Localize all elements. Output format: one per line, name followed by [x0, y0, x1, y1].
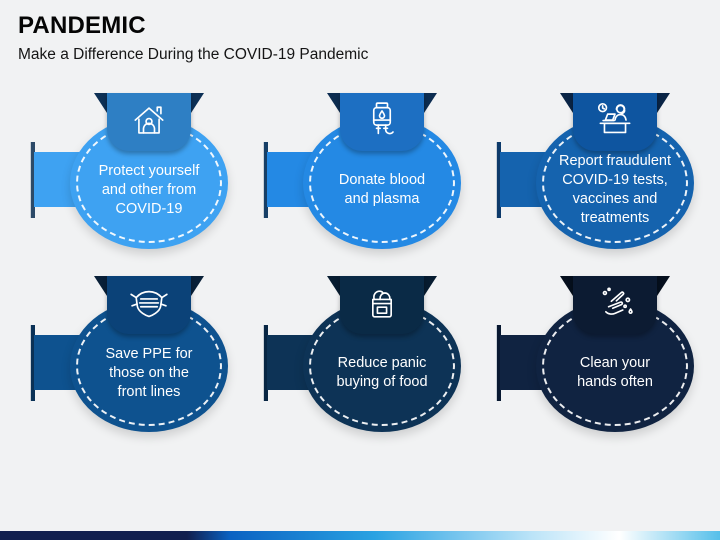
item-reduce-panic-buying: Reduce panic buying of food [262, 275, 462, 445]
banner-fold-right [191, 276, 204, 296]
item-banner [573, 276, 657, 334]
item-report-fraudulent: Report fraudulent COVID-19 tests, vaccin… [495, 92, 695, 262]
item-label: Donate blood and plasma [338, 172, 426, 207]
banner-fold-left [327, 276, 340, 296]
item-circle: Protect yourself and other from COVID-19 [70, 117, 228, 249]
page-title: PANDEMIC [18, 12, 146, 39]
banner-fold-right [424, 93, 437, 113]
banner-fold-right [424, 276, 437, 296]
item-donate-blood: Donate blood and plasma [262, 92, 462, 262]
grocery-bag-icon [372, 290, 392, 318]
banner-fold-left [327, 93, 340, 113]
banner-fold-right [657, 93, 670, 113]
item-banner [340, 276, 424, 334]
ribbon-pole [30, 325, 35, 401]
ribbon-pole [263, 325, 268, 401]
ribbon-pole [263, 142, 268, 218]
item-banner [573, 93, 657, 151]
item-circle: Reduce panic buying of food [303, 300, 461, 432]
ribbon-pole [30, 142, 35, 218]
item-label: Protect yourself and other from COVID-19 [98, 162, 200, 217]
banner-fold-left [94, 93, 107, 113]
banner-fold-right [657, 276, 670, 296]
page-subtitle: Make a Difference During the COVID-19 Pa… [18, 46, 369, 63]
ribbon-pole [496, 142, 501, 218]
item-banner [340, 93, 424, 151]
item-label: Reduce panic buying of food [336, 355, 428, 390]
face-mask-icon [130, 290, 168, 318]
item-banner [107, 276, 191, 334]
banner-fold-left [560, 93, 573, 113]
banner-fold-left [94, 276, 107, 296]
banner-fold-right [191, 93, 204, 113]
item-circle: Report fraudulent COVID-19 tests, vaccin… [536, 117, 694, 249]
item-save-ppe: Save PPE for those on the front lines [29, 275, 229, 445]
stay-home-icon [134, 106, 164, 134]
ribbon-pole [496, 325, 501, 401]
footer-accent-bar [0, 531, 720, 540]
hand-washing-icon [602, 287, 633, 315]
item-label: Report fraudulent COVID-19 tests, vaccin… [558, 153, 672, 226]
item-label: Save PPE for those on the front lines [105, 345, 193, 400]
report-fraud-desk-icon [597, 103, 631, 134]
item-protect-yourself: Protect yourself and other from COVID-19 [29, 92, 229, 262]
item-banner [107, 93, 191, 151]
blood-bag-icon [372, 102, 394, 135]
banner-fold-left [560, 276, 573, 296]
item-clean-hands: Clean your hands often [495, 275, 695, 445]
item-label: Clean your hands often [577, 355, 653, 390]
